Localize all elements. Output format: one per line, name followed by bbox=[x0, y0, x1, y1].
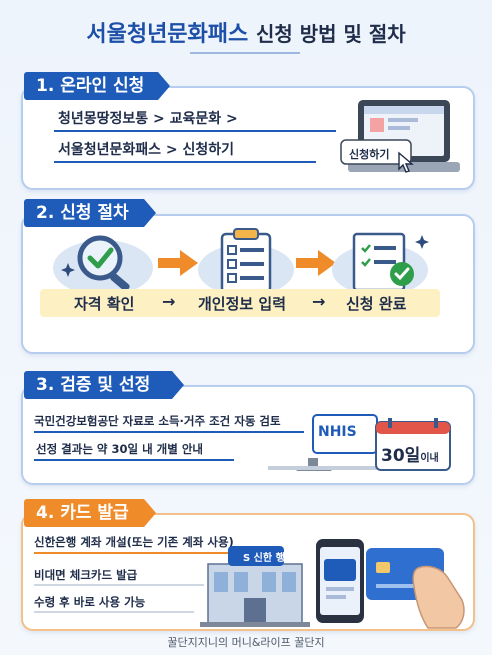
section3-underline1 bbox=[34, 431, 304, 433]
calendar-icon bbox=[375, 418, 451, 471]
smartphone-icon bbox=[316, 539, 364, 623]
calendar-number: 30일 bbox=[381, 446, 421, 466]
bank-building-icon bbox=[200, 546, 310, 627]
apply-button[interactable] bbox=[340, 139, 412, 165]
step-arrow-2: → bbox=[312, 292, 326, 311]
section2-header: 2. 신청 절차 bbox=[24, 199, 156, 227]
section1-header: 1. 온라인 신청 bbox=[24, 72, 170, 100]
title-main: 서울청년문화패스 bbox=[86, 22, 249, 47]
section4-underline3 bbox=[34, 611, 194, 613]
section4-underline1 bbox=[34, 552, 270, 554]
section1-underline1 bbox=[54, 130, 336, 132]
footer-credit: 꿀단지지니의 머니&라이프 꿀단지 bbox=[167, 636, 325, 649]
step-complete: 신청 완료 bbox=[346, 295, 407, 313]
section4-line3: 수령 후 바로 사용 가능 bbox=[34, 595, 146, 609]
step-eligibility: 자격 확인 bbox=[74, 295, 135, 313]
process-steps-band bbox=[40, 289, 440, 317]
section3-line2: 선정 결과는 약 30일 내 개별 안내 bbox=[36, 442, 203, 456]
section4-underline2 bbox=[34, 584, 204, 586]
cursor-icon bbox=[398, 151, 414, 173]
section3-line1: 국민건강보험공단 자료로 소득·거주 조건 자동 검토 bbox=[34, 414, 281, 428]
nhis-logo-icon bbox=[312, 414, 378, 454]
hand-icon bbox=[412, 565, 465, 629]
arrow-right-icon bbox=[158, 250, 198, 276]
arrow-right-icon bbox=[296, 250, 336, 276]
calendar-suffix: 이내 bbox=[420, 453, 439, 464]
nhis-monitor-icon bbox=[268, 458, 388, 471]
section4-header: 4. 카드 발급 bbox=[24, 499, 156, 527]
section1-line1: 청년몽땅정보통 > 교육문화 > bbox=[58, 111, 238, 127]
step-arrow-1: → bbox=[162, 292, 176, 311]
section4-line1: 신한은행 계좌 개설(또는 기존 계좌 사용) bbox=[34, 535, 234, 549]
title-underline bbox=[190, 52, 300, 54]
title-suffix: 신청 방법 및 절차 bbox=[255, 22, 406, 46]
step-personal-info: 개인정보 입력 bbox=[198, 295, 287, 313]
clipboard-icon bbox=[198, 228, 294, 296]
apply-button-label: 신청하기 bbox=[349, 148, 390, 161]
section3-underline2 bbox=[34, 459, 234, 461]
section1-underline2 bbox=[54, 161, 316, 163]
document-check-icon bbox=[332, 232, 429, 296]
nhis-logo-text: NHIS bbox=[318, 424, 357, 440]
magnifier-check-icon bbox=[53, 235, 153, 296]
section1-line2: 서울청년문화패스 > 신청하기 bbox=[58, 142, 235, 158]
section4-line2: 비대면 체크카드 발급 bbox=[34, 568, 138, 582]
calendar-label: 30일이내 bbox=[381, 441, 439, 466]
bank-sign: S 신한 행 bbox=[243, 553, 285, 564]
section3-header: 3. 검증 및 선정 bbox=[24, 371, 184, 399]
page-title: 서울청년문화패스 신청 방법 및 절차 bbox=[0, 16, 492, 48]
